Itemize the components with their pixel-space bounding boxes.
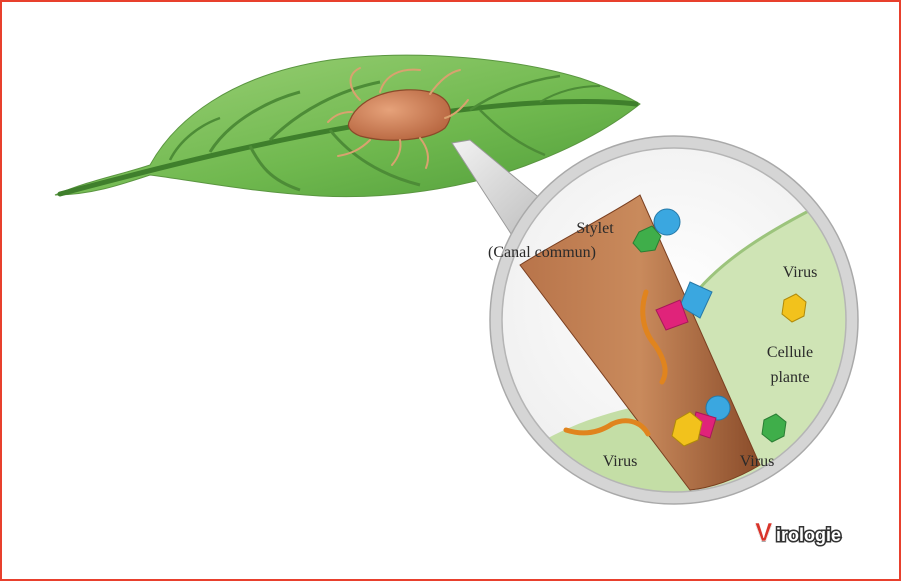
- logo-text: irologie: [776, 525, 841, 545]
- label-virus-top: Virus: [755, 263, 845, 282]
- label-cellule: Cellule: [735, 343, 845, 362]
- virologie-logo: V V irologie: [754, 518, 884, 548]
- label-stylet: Stylet: [530, 219, 660, 238]
- label-virus-bottom-right: Virus: [712, 452, 802, 471]
- label-plante: plante: [735, 368, 845, 387]
- logo-initial-red: V: [755, 518, 773, 547]
- leaf: [55, 55, 640, 196]
- label-virus-bottom-left: Virus: [575, 452, 665, 471]
- label-canal-commun: (Canal commun): [462, 243, 622, 262]
